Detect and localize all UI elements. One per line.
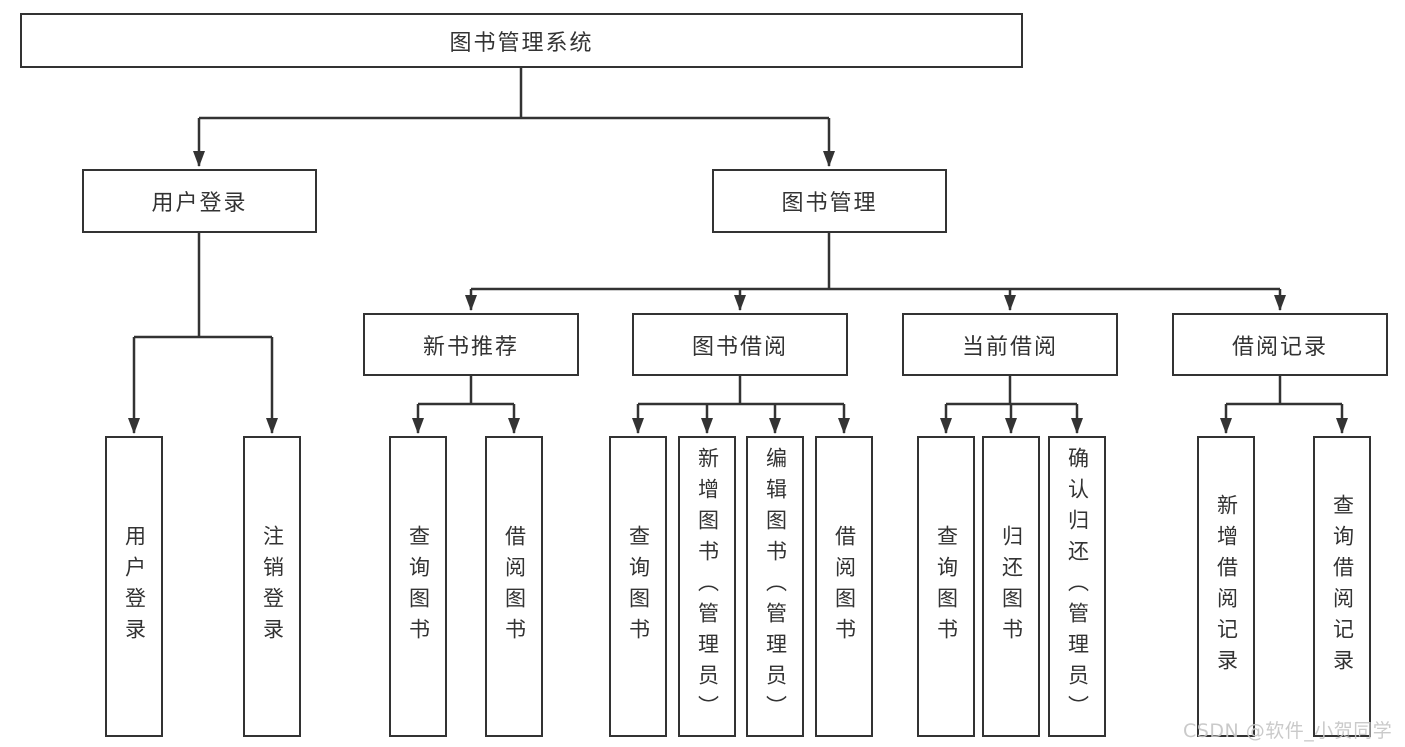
leaf-add-books-admin-label: 新增图书（管理员） (695, 447, 720, 726)
connector-new-book-recommend-children (412, 376, 520, 434)
leaf-query-books-current: 查询图书 (917, 436, 975, 737)
leaf-return-books-label: 归还图书 (999, 524, 1024, 649)
connector-borrow-records-children (1220, 376, 1348, 434)
node-book-management: 图书管理 (712, 169, 947, 233)
node-borrow-records-label: 借阅记录 (1231, 334, 1328, 360)
leaf-borrow-books-recommend-label: 借阅图书 (502, 524, 527, 649)
leaf-query-books-recommend: 查询图书 (389, 436, 447, 737)
leaf-query-books-recommend-label: 查询图书 (406, 524, 431, 649)
node-borrow-records: 借阅记录 (1172, 313, 1388, 376)
connector-book-management-children (465, 233, 1286, 311)
node-book-management-label: 图书管理 (781, 191, 878, 216)
node-new-book-recommend: 新书推荐 (363, 313, 579, 376)
node-library-management-system-label: 图书管理系统 (449, 30, 594, 56)
node-new-book-recommend-label: 新书推荐 (422, 334, 519, 360)
connector-root-to-level2 (193, 68, 835, 167)
leaf-user-login-label: 用户登录 (122, 524, 147, 649)
leaf-query-books-borrowing: 查询图书 (609, 436, 667, 737)
leaf-query-books-current-label: 查询图书 (934, 524, 959, 649)
connector-user-login-children (128, 233, 278, 434)
connector-current-borrowing-children (940, 376, 1083, 434)
leaf-query-borrow-record: 查询借阅记录 (1313, 436, 1371, 737)
leaf-add-books-admin: 新增图书（管理员） (678, 436, 736, 737)
leaf-borrow-books-recommend: 借阅图书 (485, 436, 543, 737)
leaf-add-borrow-record: 新增借阅记录 (1197, 436, 1255, 737)
leaf-add-borrow-record-label: 新增借阅记录 (1214, 493, 1239, 680)
leaf-borrow-books-label: 借阅图书 (832, 524, 857, 649)
node-current-borrowing-label: 当前借阅 (961, 334, 1058, 360)
node-current-borrowing: 当前借阅 (902, 313, 1118, 376)
leaf-confirm-return-admin-label: 确认归还（管理员） (1065, 447, 1090, 726)
leaf-query-books-borrowing-label: 查询图书 (626, 524, 651, 649)
leaf-borrow-books: 借阅图书 (815, 436, 873, 737)
node-user-login: 用户登录 (82, 169, 317, 233)
connector-book-borrowing-children (632, 376, 850, 434)
leaf-edit-books-admin: 编辑图书（管理员） (746, 436, 804, 737)
leaf-logout-login: 注销登录 (243, 436, 301, 737)
leaf-user-login: 用户登录 (105, 436, 163, 737)
leaf-confirm-return-admin: 确认归还（管理员） (1048, 436, 1106, 737)
node-user-login-label: 用户登录 (151, 191, 248, 216)
node-book-borrowing: 图书借阅 (632, 313, 848, 376)
node-library-management-system: 图书管理系统 (20, 13, 1023, 68)
csdn-watermark: CSDN @软件_小贺同学 (1183, 720, 1393, 742)
leaf-query-borrow-record-label: 查询借阅记录 (1330, 493, 1355, 680)
leaf-logout-login-label: 注销登录 (260, 524, 285, 649)
leaf-return-books: 归还图书 (982, 436, 1040, 737)
leaf-edit-books-admin-label: 编辑图书（管理员） (763, 447, 788, 726)
node-book-borrowing-label: 图书借阅 (691, 334, 788, 360)
